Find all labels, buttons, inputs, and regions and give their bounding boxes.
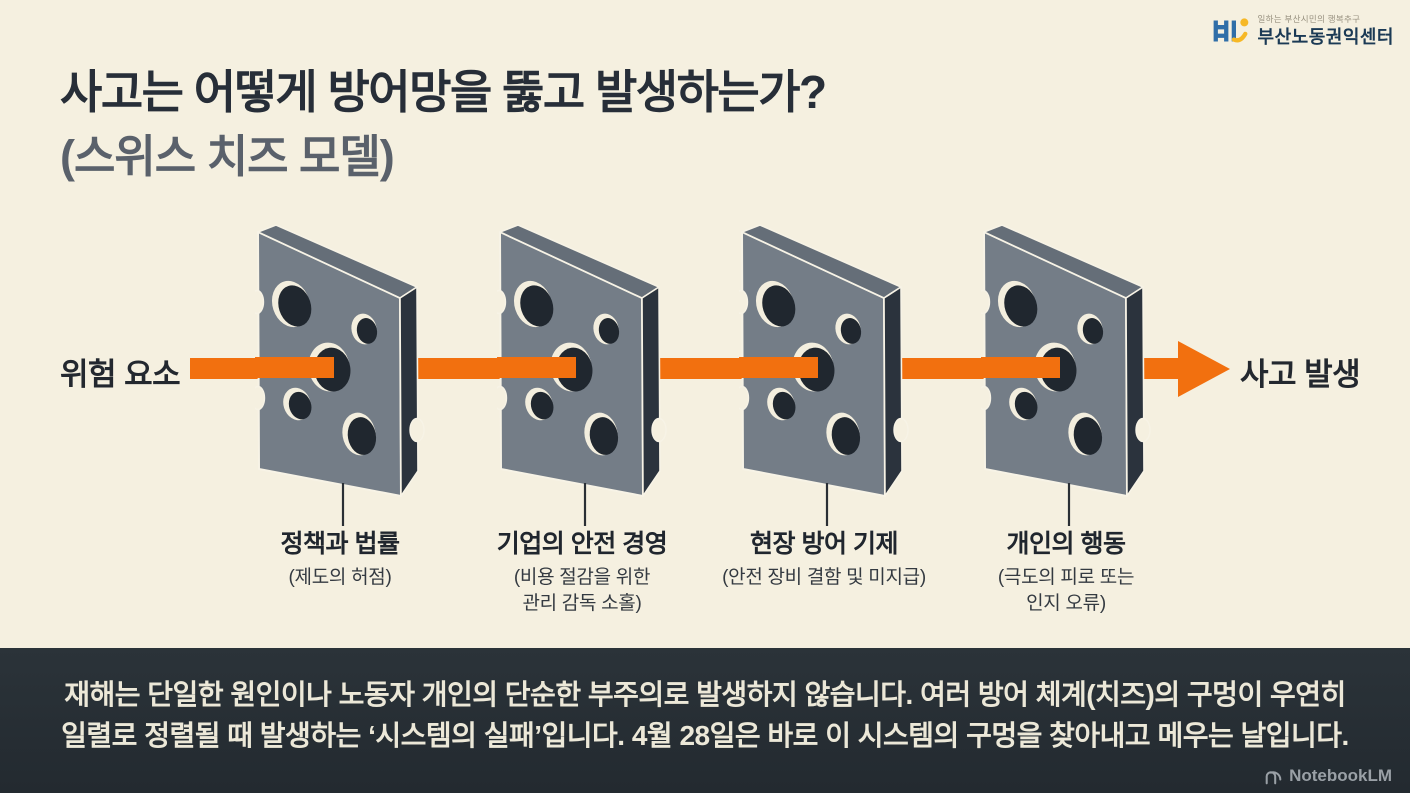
- notebooklm-watermark: NotebookLM: [1264, 766, 1392, 786]
- summary-line-2: 일렬로 정렬될 때 발생하는 ‘시스템의 실패’입니다. 4월 28일은 바로 …: [61, 720, 1349, 751]
- subtitle-line: 관리 감독 소홀): [522, 592, 642, 614]
- slice-caption-individual-behavior: 개인의 행동 (극도의 피로 또는 인지 오류): [911, 524, 1221, 616]
- notebooklm-icon: [1265, 770, 1282, 784]
- hazard-source-label: 위험 요소: [60, 357, 181, 392]
- subtitle-line: (극도의 피로 또는: [997, 567, 1135, 588]
- cheese-slice-individual-behavior: [981, 224, 1151, 528]
- page-subtitle: (스위스 치즈 모델): [60, 131, 395, 182]
- page-title: 사고는 어떻게 방어망을 뚫고 발생하는가?: [60, 66, 827, 118]
- hazard-arrow-head-icon: [1178, 341, 1230, 397]
- watermark-label: NotebookLM: [1289, 766, 1392, 785]
- summary-line-1: 재해는 단일한 원인이나 노동자 개인의 단순한 부주의로 발생하지 않습니다.…: [64, 679, 1346, 710]
- busan-logo-mark: [1213, 18, 1248, 43]
- cheese-slice-site-defense: [739, 224, 909, 528]
- subtitle-line: (제도의 허점): [288, 567, 392, 588]
- busan-center-logo: 일하는 부산시민의 행복추구 부산노동권익센터: [1211, 13, 1394, 49]
- subtitle-line: (안전 장비 결함 및 미지급): [722, 567, 926, 588]
- slice-caption-title: 현장 방어 기제: [750, 530, 898, 558]
- slice-caption-title: 개인의 행동: [1006, 530, 1126, 558]
- subtitle-line: 인지 오류): [1026, 592, 1106, 614]
- slice-caption-site-defense: 현장 방어 기제 (안전 장비 결함 및 미지급): [669, 524, 979, 591]
- cheese-slice-policy-law: [255, 224, 425, 528]
- cheese-slice-company-safety: [497, 224, 667, 528]
- slice-caption-subtitle: (극도의 피로 또는 인지 오류): [911, 565, 1221, 616]
- slice-caption-company-safety: 기업의 안전 경영 (비용 절감을 위한 관리 감독 소홀): [427, 524, 737, 616]
- summary-banner: 재해는 단일한 원인이나 노동자 개인의 단순한 부주의로 발생하지 않습니다.…: [0, 648, 1410, 793]
- slice-caption-policy-law: 정책과 법률 (제도의 허점): [185, 524, 495, 591]
- logo-tagline: 일하는 부산시민의 행복추구: [1257, 13, 1361, 24]
- accident-result-label: 사고 발생: [1240, 357, 1361, 392]
- slice-caption-subtitle: (안전 장비 결함 및 미지급): [669, 565, 979, 591]
- slice-caption-subtitle: (제도의 허점): [185, 565, 495, 591]
- hazard-arrow-bar: [190, 358, 1180, 379]
- slice-caption-title: 기업의 안전 경영: [496, 530, 668, 558]
- subtitle-line: (비용 절감을 위한: [513, 567, 651, 588]
- logo-org-name: 부산노동권익센터: [1257, 26, 1394, 47]
- slice-caption-title: 정책과 법률: [280, 530, 400, 558]
- slice-caption-subtitle: (비용 절감을 위한 관리 감독 소홀): [427, 565, 737, 616]
